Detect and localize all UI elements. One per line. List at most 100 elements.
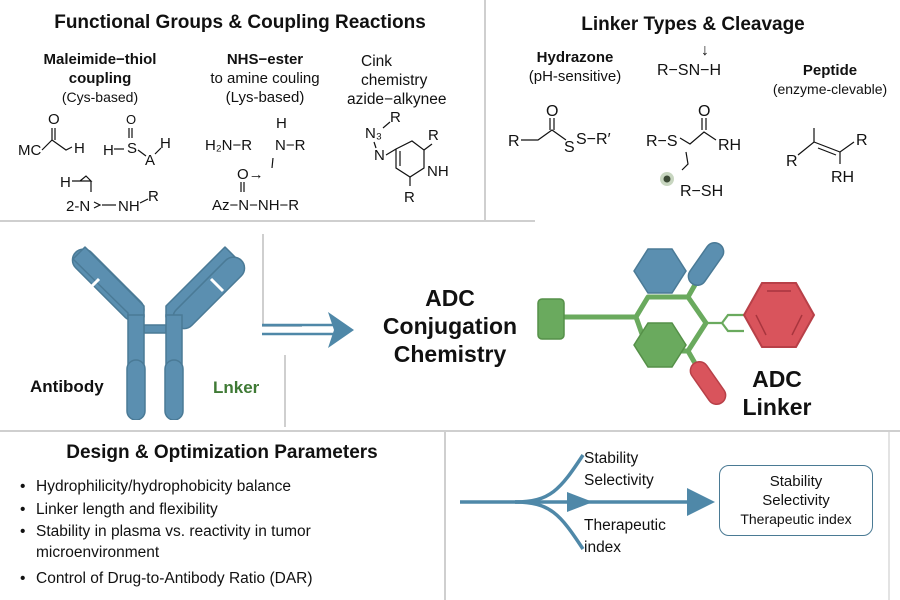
struct-n3: N₃ bbox=[365, 125, 382, 142]
struct-l-o1: O bbox=[546, 103, 558, 120]
cleavage-arrow-icon: ↓ bbox=[701, 42, 709, 59]
nhs-ester-column: NHS−ester to amine couling (Lys-based) bbox=[185, 50, 345, 107]
design-bullet: Hydrophilicity/hydrophobicity balance bbox=[18, 475, 428, 498]
branch-mid-arrowhead-icon bbox=[567, 492, 593, 512]
click-note-line2: chemistry bbox=[361, 72, 428, 89]
conjugation-title: ADC Conjugation Chemistry bbox=[360, 284, 540, 368]
divider-bottom-vertical bbox=[444, 430, 446, 600]
conjugation-title-line1: ADC bbox=[425, 285, 475, 311]
linker-fork-bottom bbox=[721, 322, 744, 333]
click-chemistry-column: Cink chemistry azide−alkynee bbox=[345, 52, 475, 109]
branch-label-stability: Stability bbox=[584, 450, 639, 467]
adc-linker-molecule bbox=[537, 241, 816, 406]
linker-structures: R O S S−R′ R−S O RH R−SH R R RH bbox=[508, 103, 868, 200]
design-parameters-title: Design & Optimization Parameters bbox=[66, 442, 378, 463]
struct-h-s: H bbox=[103, 142, 114, 159]
nhs-note-line2: (Lys-based) bbox=[225, 89, 305, 106]
antibody-right-stem-upper bbox=[165, 314, 183, 366]
branch-down-line bbox=[514, 500, 585, 550]
struct-l-r1: R bbox=[508, 133, 520, 150]
click-note-line3: azide−alkynee bbox=[347, 91, 447, 108]
linker-label: Lnker bbox=[213, 378, 260, 397]
antibody-right-fc bbox=[164, 359, 184, 420]
divider-mid-vertical-left bbox=[262, 234, 264, 326]
divider-bottom-horizontal bbox=[0, 430, 900, 432]
hydrazone-heading: Hydrazone bbox=[536, 49, 614, 66]
branch-label-therapeutic: Therapeutic bbox=[584, 517, 666, 534]
click-note-line1: Cink bbox=[361, 53, 393, 70]
branch-label-bottom: Therapeutic index bbox=[584, 515, 666, 559]
branch-label-index: index bbox=[584, 539, 622, 556]
payload-hexagon-blue bbox=[633, 248, 687, 294]
peptide-note: (enzyme-clevable) bbox=[772, 81, 888, 97]
result-therapeutic-index: Therapeutic index bbox=[740, 511, 852, 527]
antibody-left-heavy-arm bbox=[72, 246, 145, 318]
struct-l-r-s: R−S bbox=[646, 133, 678, 150]
struct-r-ring1: R bbox=[428, 127, 439, 144]
design-bullet: Control of Drug-to-Antibody Ratio (DAR) bbox=[18, 567, 428, 590]
linker-anchor-block bbox=[537, 298, 565, 340]
struct-n-r: N−R bbox=[275, 137, 306, 154]
struct-o1: O bbox=[48, 111, 60, 128]
struct-l-rh2: RH bbox=[831, 169, 854, 186]
drug-hexagon-red bbox=[742, 282, 816, 348]
antibody-right-disulfide-gap bbox=[209, 277, 225, 293]
maleimide-note: (Cys-based) bbox=[61, 89, 139, 105]
adc-linker-label-line1: ADC bbox=[752, 366, 802, 392]
result-stability: Stability bbox=[769, 473, 823, 490]
struct-o-arrow: O→ bbox=[237, 166, 264, 183]
conjugation-title-line2: Conjugation bbox=[382, 313, 518, 339]
adc-linker-label-line2: Linker bbox=[742, 394, 812, 420]
design-bullet: Stability in plasma vs. reactivity in tu… bbox=[18, 521, 336, 563]
conjugation-title-line3: Chemistry bbox=[393, 341, 507, 367]
struct-n-link: N bbox=[374, 147, 385, 164]
struct-nh-ring: NH bbox=[427, 163, 449, 180]
antibody-hinge bbox=[143, 324, 167, 334]
blue-capsule bbox=[687, 241, 725, 287]
divider-top-vertical bbox=[484, 0, 486, 222]
struct-nh: NH bbox=[118, 198, 140, 215]
struct-r-ring2: R bbox=[404, 189, 415, 206]
maleimide-heading-line1: Maleimide−thiol bbox=[43, 51, 157, 68]
hydrazone-note: (pH-sensitive) bbox=[528, 68, 622, 85]
divider-mid-vertical-right bbox=[284, 355, 286, 427]
antibody-label: Antibody bbox=[30, 377, 104, 396]
maleimide-heading-line2: coupling bbox=[68, 70, 132, 87]
struct-s1: S bbox=[127, 140, 137, 157]
conjugation-arrow bbox=[262, 312, 354, 348]
disulfide-label: R−SN−H bbox=[657, 62, 722, 79]
peptide-label: Peptide (enzyme-clevable) bbox=[760, 61, 900, 99]
struct-h1: H bbox=[74, 140, 85, 157]
result-selectivity: Selectivity bbox=[762, 492, 830, 509]
red-capsule bbox=[689, 360, 727, 406]
struct-az: Az−N−NH−R bbox=[212, 197, 299, 214]
struct-l-s1: S bbox=[564, 139, 575, 156]
struct-h3: H bbox=[60, 174, 71, 191]
struct-a1: A bbox=[145, 152, 155, 169]
linker-fork-top bbox=[706, 313, 744, 325]
outcome-result-box: Stability Selectivity Therapeutic index bbox=[719, 465, 873, 536]
arrow-head-icon bbox=[328, 312, 354, 348]
struct-l-rh1: RH bbox=[718, 137, 741, 154]
design-parameters-list: Hydrophilicity/hydrophobicity balance Li… bbox=[18, 475, 428, 590]
nhs-heading: NHS−ester bbox=[226, 51, 304, 68]
struct-l-r-sh: R−SH bbox=[680, 183, 723, 200]
struct-2n: 2-N bbox=[66, 198, 90, 215]
struct-l-r3: R bbox=[786, 153, 798, 170]
divider-right-edge bbox=[888, 432, 890, 600]
struct-h2n-r: H₂N−R bbox=[205, 137, 252, 154]
linker-types-title: Linker Types & Cleavage bbox=[581, 14, 805, 35]
branch-end-arrowhead-icon bbox=[687, 488, 715, 516]
struct-mc: MC bbox=[18, 142, 41, 159]
functional-groups-title: Functional Groups & Coupling Reactions bbox=[54, 12, 426, 33]
struct-l-o2: O bbox=[698, 103, 710, 120]
struct-r-n3: R bbox=[390, 110, 401, 126]
outcome-branch-arrows bbox=[460, 454, 715, 550]
antibody-left-stem-upper bbox=[127, 314, 145, 366]
nhs-note-line1: to amine couling bbox=[210, 70, 320, 87]
struct-r1: R bbox=[148, 188, 159, 205]
maleimide-thiol-column: Maleimide−thiol coupling (Cys-based) bbox=[20, 50, 180, 107]
divider-top-horizontal bbox=[0, 220, 535, 222]
branch-label-selectivity: Selectivity bbox=[584, 472, 654, 489]
antibody-left-disulfide-gap bbox=[85, 277, 101, 293]
